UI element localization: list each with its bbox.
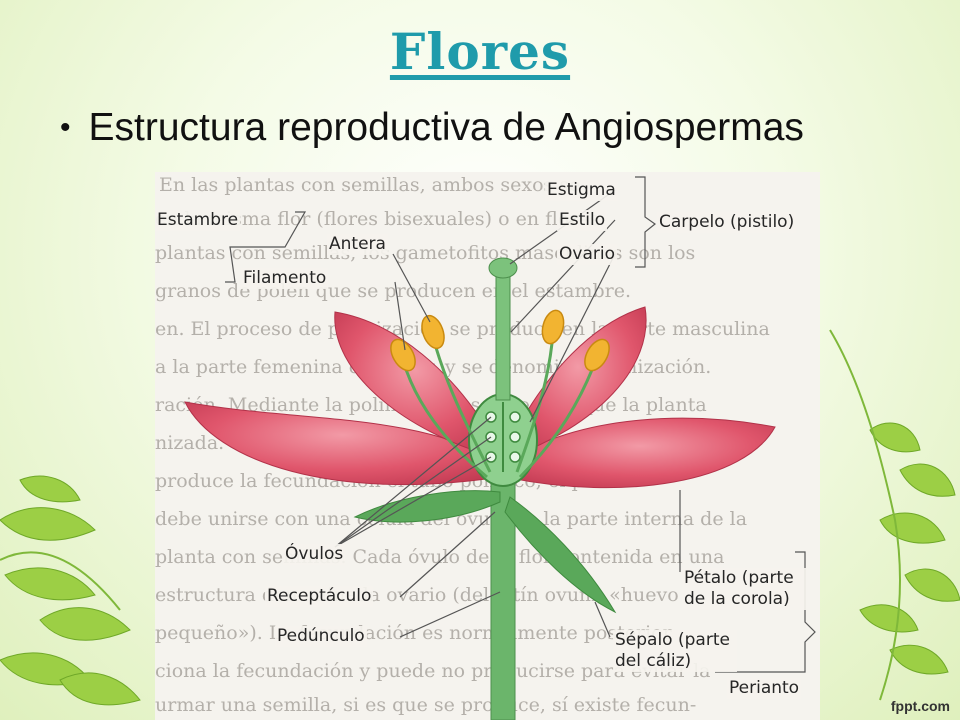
- leaf-shape: [0, 507, 96, 541]
- flower-diagram: En las plantas con semillas, ambos sexos…: [155, 172, 820, 720]
- ovule: [509, 411, 521, 423]
- bullet-text: Estructura reproductiva de Angiospermas: [88, 106, 804, 149]
- label-pedunculo: Pedúnculo: [275, 626, 367, 647]
- label-sepalo: Sépalo (parte del cáliz): [613, 630, 737, 672]
- filament: [401, 359, 488, 479]
- label-antera: Antera: [327, 234, 388, 255]
- perianto-bracket: [715, 551, 816, 673]
- ovule: [509, 431, 521, 443]
- petal-left: [184, 401, 501, 486]
- estambre-bracket: [225, 211, 307, 283]
- leaf-shape: [19, 475, 81, 503]
- anther: [541, 309, 565, 345]
- bullet-point: • Estructura reproductiva de Angiosperma…: [60, 106, 804, 150]
- anther: [390, 338, 416, 372]
- label-receptaculo: Receptáculo: [265, 586, 374, 607]
- label-estilo: Estilo: [557, 210, 608, 231]
- style: [495, 271, 511, 401]
- petal-back-right: [509, 306, 647, 458]
- background-text-line: debe unirse con una célula del óvulo en …: [155, 508, 748, 530]
- vine-stem: [0, 551, 121, 611]
- background-text-line: ciona la fecundación y puede no producir…: [155, 660, 711, 682]
- pedunculo-pointer: [399, 591, 501, 638]
- receptaculo-pointer: [399, 511, 496, 598]
- antera-pointer: [392, 253, 431, 323]
- leaf-shape: [879, 512, 946, 544]
- leaf-shape: [39, 607, 131, 641]
- filament: [518, 361, 597, 479]
- label-petalo: Pétalo (parte de la corola): [682, 568, 806, 610]
- anther: [421, 314, 445, 350]
- brand-watermark: fppt.com: [890, 698, 950, 714]
- leaf-shape: [859, 604, 919, 633]
- filament: [431, 336, 492, 473]
- sepal-right: [504, 496, 617, 614]
- ovulos-pointer: [334, 416, 492, 548]
- label-estigma: Estigma: [545, 180, 618, 201]
- ovario-pointer: [529, 253, 616, 423]
- stigma: [488, 257, 518, 279]
- leaf-shape: [869, 422, 921, 453]
- bullet-dot-icon: •: [60, 111, 71, 144]
- leaf-shape: [4, 567, 96, 601]
- anther: [584, 338, 610, 372]
- background-text-line: en la misma flor (flores bisexuales) o e…: [155, 208, 600, 230]
- leaf-shape: [59, 672, 141, 706]
- filamento-pointer: [394, 281, 406, 351]
- ovule: [509, 451, 521, 463]
- ovulos-pointer: [334, 436, 492, 548]
- carpelo-bracket: [635, 176, 657, 268]
- label-ovario: Ovario: [557, 244, 617, 265]
- ovulos-pointer: [334, 456, 492, 548]
- label-ovulos: Óvulos: [283, 544, 346, 565]
- background-text-line: En las plantas con semillas, ambos sexos…: [159, 174, 581, 196]
- petal-right: [504, 417, 776, 489]
- background-text-line: nizada.: [155, 432, 225, 454]
- sepalo-pointer: [594, 601, 611, 638]
- leaf-shape: [899, 463, 956, 497]
- label-perianto: Perianto: [727, 678, 802, 699]
- label-filamento: Filamento: [241, 268, 329, 289]
- vine-stem: [829, 329, 901, 701]
- label-estambre: Estambre: [155, 210, 241, 231]
- estilo-pointer: [510, 219, 616, 333]
- leaf-shape: [889, 644, 949, 675]
- background-text-line: urmar una semilla, si es que se produce,…: [155, 694, 697, 716]
- flower-illustration: [184, 176, 816, 720]
- leaf-shape: [904, 568, 960, 602]
- label-carpelo: Carpelo (pistilo): [657, 212, 797, 233]
- slide-title: Flores: [389, 22, 571, 81]
- petal-back-left: [334, 311, 496, 458]
